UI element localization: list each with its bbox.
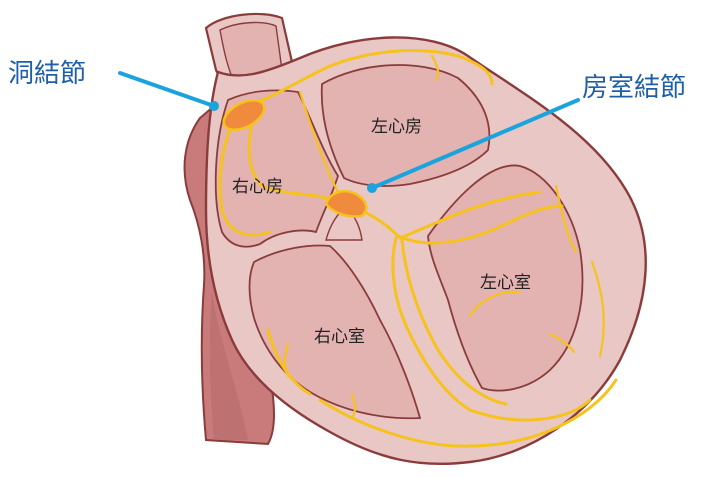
left-atrium-label: 左心房 — [371, 117, 422, 137]
sa-node-leader-line — [120, 73, 214, 106]
av-node-label: 房室結節 — [582, 73, 686, 103]
right-ventricle-label: 右心室 — [314, 327, 365, 347]
sa-node-label: 洞結節 — [8, 59, 86, 89]
sa-node-leader-dot — [209, 101, 219, 111]
av-node-leader-dot — [367, 183, 377, 193]
right-atrium-label: 右心房 — [232, 177, 283, 197]
left-ventricle-label: 左心室 — [480, 273, 531, 293]
